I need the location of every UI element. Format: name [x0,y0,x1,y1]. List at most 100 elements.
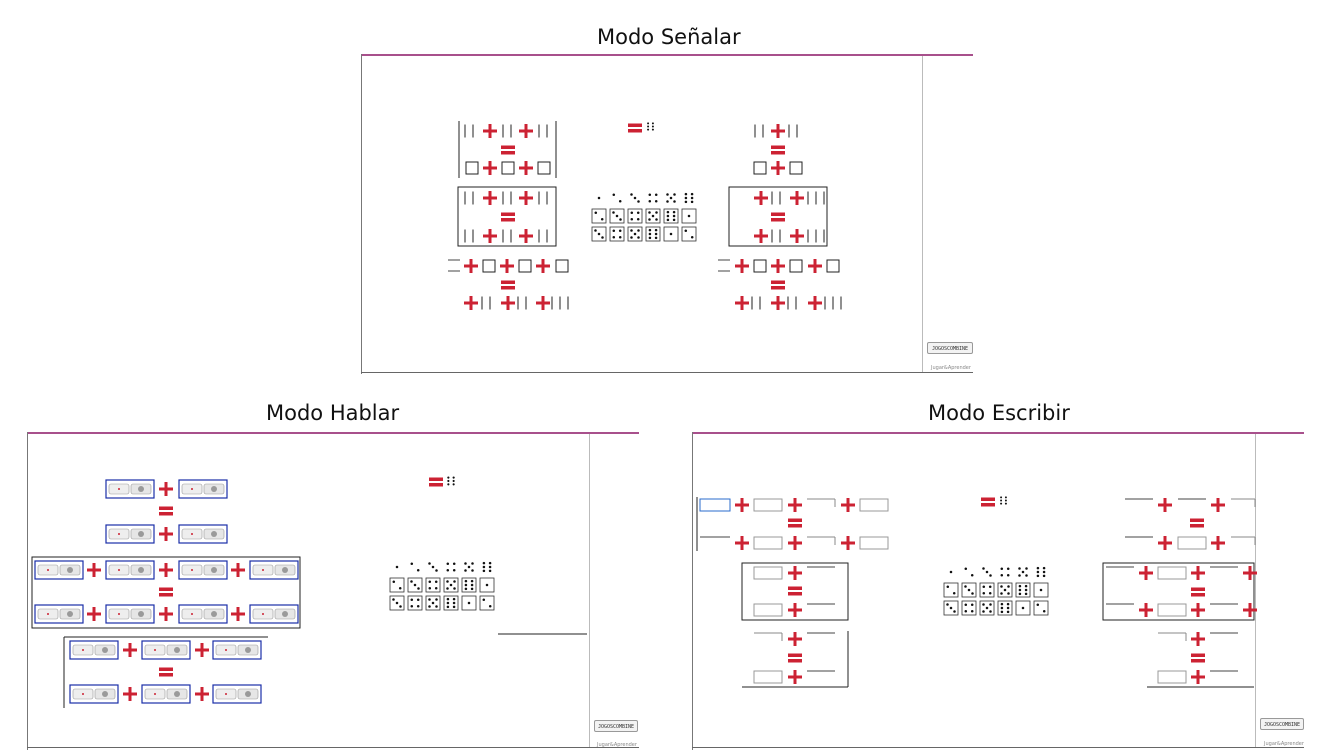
die-face-1[interactable] [597,196,601,200]
die-face-2[interactable] [410,562,420,572]
answer-square[interactable] [518,259,532,273]
die-face-1[interactable] [461,595,477,611]
die-face-4[interactable] [979,582,995,598]
sound-button[interactable] [141,640,191,660]
answer-slot[interactable] [1231,536,1256,545]
die-face-5[interactable] [979,600,995,616]
answer-square[interactable] [789,161,803,175]
answer-input[interactable] [753,566,783,580]
answer-input[interactable] [753,498,783,512]
die-face-2[interactable] [1033,600,1049,616]
die-face-6[interactable] [997,600,1013,616]
die-face-4[interactable] [627,208,643,224]
answer-square[interactable] [465,161,479,175]
die-face-6[interactable] [1000,496,1007,505]
die-face-6[interactable] [1036,566,1046,578]
die-face-2[interactable] [681,226,697,242]
answer-slot[interactable] [754,632,783,641]
jogos-button[interactable]: JOGOSCOMBINE [594,720,638,732]
die-face-1[interactable] [395,565,399,569]
jogos-button[interactable]: JOGOSCOMBINE [1260,718,1304,730]
die-face-3[interactable] [389,595,405,611]
die-face-6[interactable] [684,192,694,204]
die-face-1[interactable] [663,226,679,242]
answer-square[interactable] [753,259,767,273]
die-face-6[interactable] [461,577,477,593]
die-face-5[interactable] [443,577,459,593]
sound-button[interactable] [34,604,84,624]
sound-button[interactable] [212,640,262,660]
answer-input[interactable] [859,536,889,550]
die-face-6[interactable] [482,561,492,573]
sound-button[interactable] [105,479,155,499]
sound-button[interactable] [212,684,262,704]
die-face-4[interactable] [1000,567,1010,577]
sound-button[interactable] [105,604,155,624]
answer-square[interactable] [555,259,569,273]
die-face-1[interactable] [681,208,697,224]
answer-input[interactable] [753,670,783,684]
answer-square[interactable] [482,259,496,273]
die-face-3[interactable] [428,562,438,572]
answer-square[interactable] [789,259,803,273]
sound-button[interactable] [105,524,155,544]
die-face-3[interactable] [609,208,625,224]
answer-slot[interactable] [807,536,836,545]
die-face-5[interactable] [627,226,643,242]
sound-button[interactable] [69,684,119,704]
answer-square[interactable] [537,161,551,175]
die-face-3[interactable] [982,567,992,577]
answer-square[interactable] [501,161,515,175]
answer-slot[interactable] [1158,632,1187,641]
die-face-1[interactable] [479,577,495,593]
die-face-3[interactable] [630,193,640,203]
die-face-5[interactable] [464,562,474,572]
die-face-2[interactable] [964,567,974,577]
answer-slot[interactable] [1231,498,1256,507]
jogos-button[interactable]: JOGOSCOMBINE [927,342,973,354]
answer-slot[interactable] [807,498,836,507]
die-face-4[interactable] [407,595,423,611]
answer-input[interactable] [1157,670,1187,684]
die-face-2[interactable] [479,595,495,611]
answer-input[interactable] [1177,536,1207,550]
answer-square[interactable] [826,259,840,273]
die-face-1[interactable] [1033,582,1049,598]
die-face-4[interactable] [446,562,456,572]
die-face-5[interactable] [1018,567,1028,577]
die-face-4[interactable] [425,577,441,593]
sound-button[interactable] [178,560,228,580]
answer-input[interactable] [753,536,783,550]
die-face-1[interactable] [949,570,953,574]
answer-input[interactable] [1157,603,1187,617]
die-face-3[interactable] [591,226,607,242]
sound-button[interactable] [34,560,84,580]
die-face-6[interactable] [647,122,654,131]
die-face-3[interactable] [943,600,959,616]
die-face-2[interactable] [943,582,959,598]
answer-square[interactable] [753,161,767,175]
sound-button[interactable] [69,640,119,660]
die-face-2[interactable] [591,208,607,224]
die-face-5[interactable] [666,193,676,203]
die-face-2[interactable] [389,577,405,593]
sound-button[interactable] [249,560,299,580]
answer-input[interactable] [859,498,889,512]
sound-button[interactable] [178,604,228,624]
answer-input[interactable] [699,498,731,512]
die-face-4[interactable] [609,226,625,242]
die-face-5[interactable] [425,595,441,611]
sound-button[interactable] [105,560,155,580]
die-face-3[interactable] [961,582,977,598]
die-face-6[interactable] [1015,582,1031,598]
answer-input[interactable] [1157,566,1187,580]
die-face-6[interactable] [663,208,679,224]
answer-input[interactable] [753,603,783,617]
die-face-2[interactable] [612,193,622,203]
die-face-4[interactable] [648,193,658,203]
sound-button[interactable] [249,604,299,624]
die-face-3[interactable] [407,577,423,593]
sound-button[interactable] [178,524,228,544]
die-face-6[interactable] [447,476,455,486]
die-face-4[interactable] [961,600,977,616]
